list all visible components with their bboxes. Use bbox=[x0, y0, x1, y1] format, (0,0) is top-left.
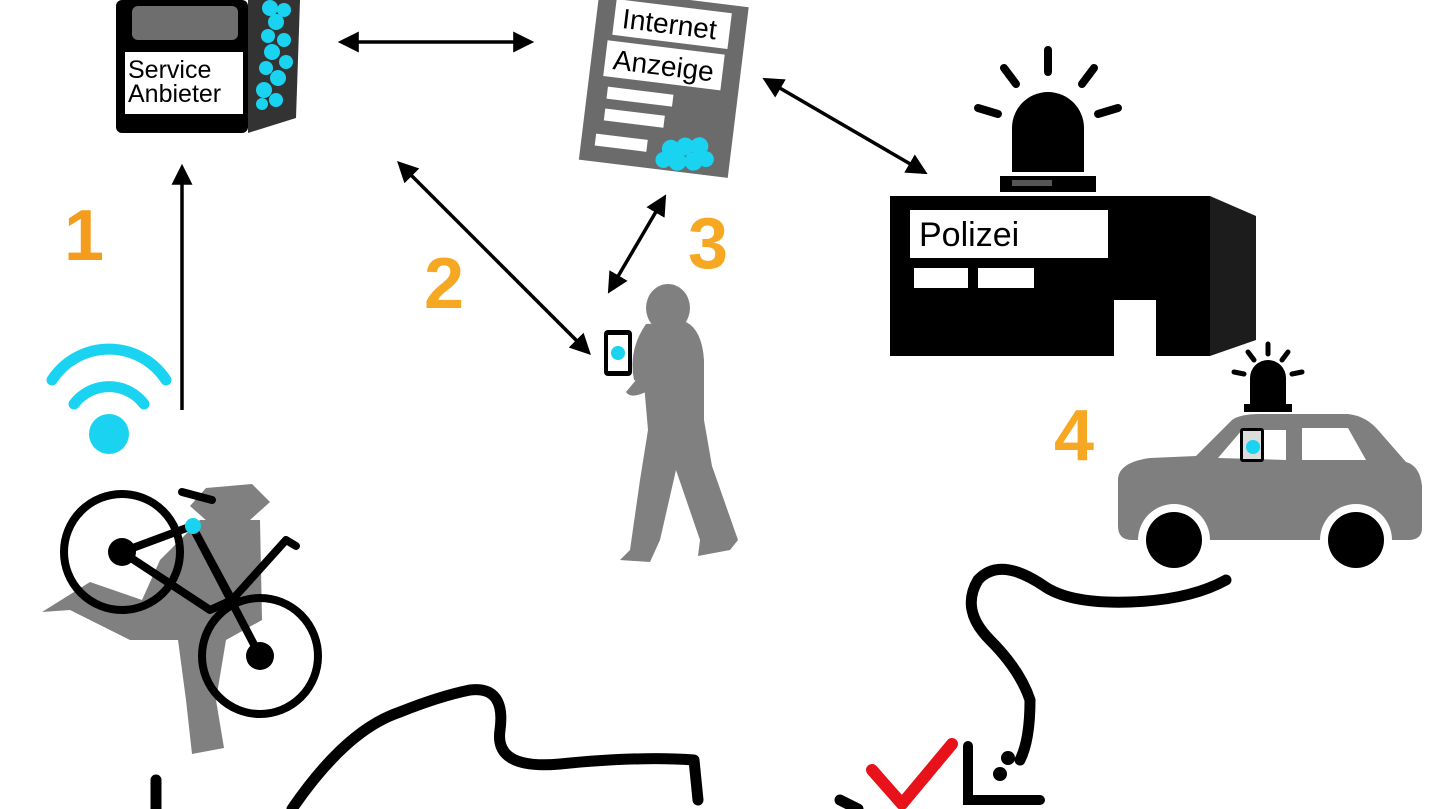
step-number-4: 4 bbox=[1054, 396, 1094, 476]
step-number-3: 3 bbox=[688, 204, 728, 284]
server-icon: Service Anbieter bbox=[116, 0, 300, 133]
police-station-icon: Polizei bbox=[890, 196, 1256, 356]
server-data-dots bbox=[256, 0, 293, 110]
route-paths bbox=[150, 563, 1232, 809]
arrow-phone-to-ad bbox=[607, 194, 667, 294]
server-label-line1: Service bbox=[128, 56, 211, 84]
police-label: Polizei bbox=[919, 216, 1019, 254]
arrow-server-to-phone bbox=[397, 161, 591, 355]
connection-arrows bbox=[171, 31, 928, 410]
step-number-2: 2 bbox=[424, 244, 464, 324]
siren-icon bbox=[974, 46, 1122, 192]
server-label-line2: Anbieter bbox=[128, 80, 221, 108]
wifi-signal-icon bbox=[46, 343, 172, 454]
thief-with-bike-icon bbox=[42, 484, 322, 754]
internet-ad-document: Internet Anzeige bbox=[578, 0, 749, 178]
car-siren-icon bbox=[1231, 341, 1305, 412]
step-number-1: 1 bbox=[64, 196, 104, 276]
arrow-ad-to-police bbox=[762, 77, 928, 175]
check-mark-icon bbox=[866, 738, 1045, 809]
ad-data-dots bbox=[655, 137, 714, 171]
police-car-icon bbox=[1118, 341, 1422, 576]
person-with-phone-icon bbox=[604, 284, 738, 562]
